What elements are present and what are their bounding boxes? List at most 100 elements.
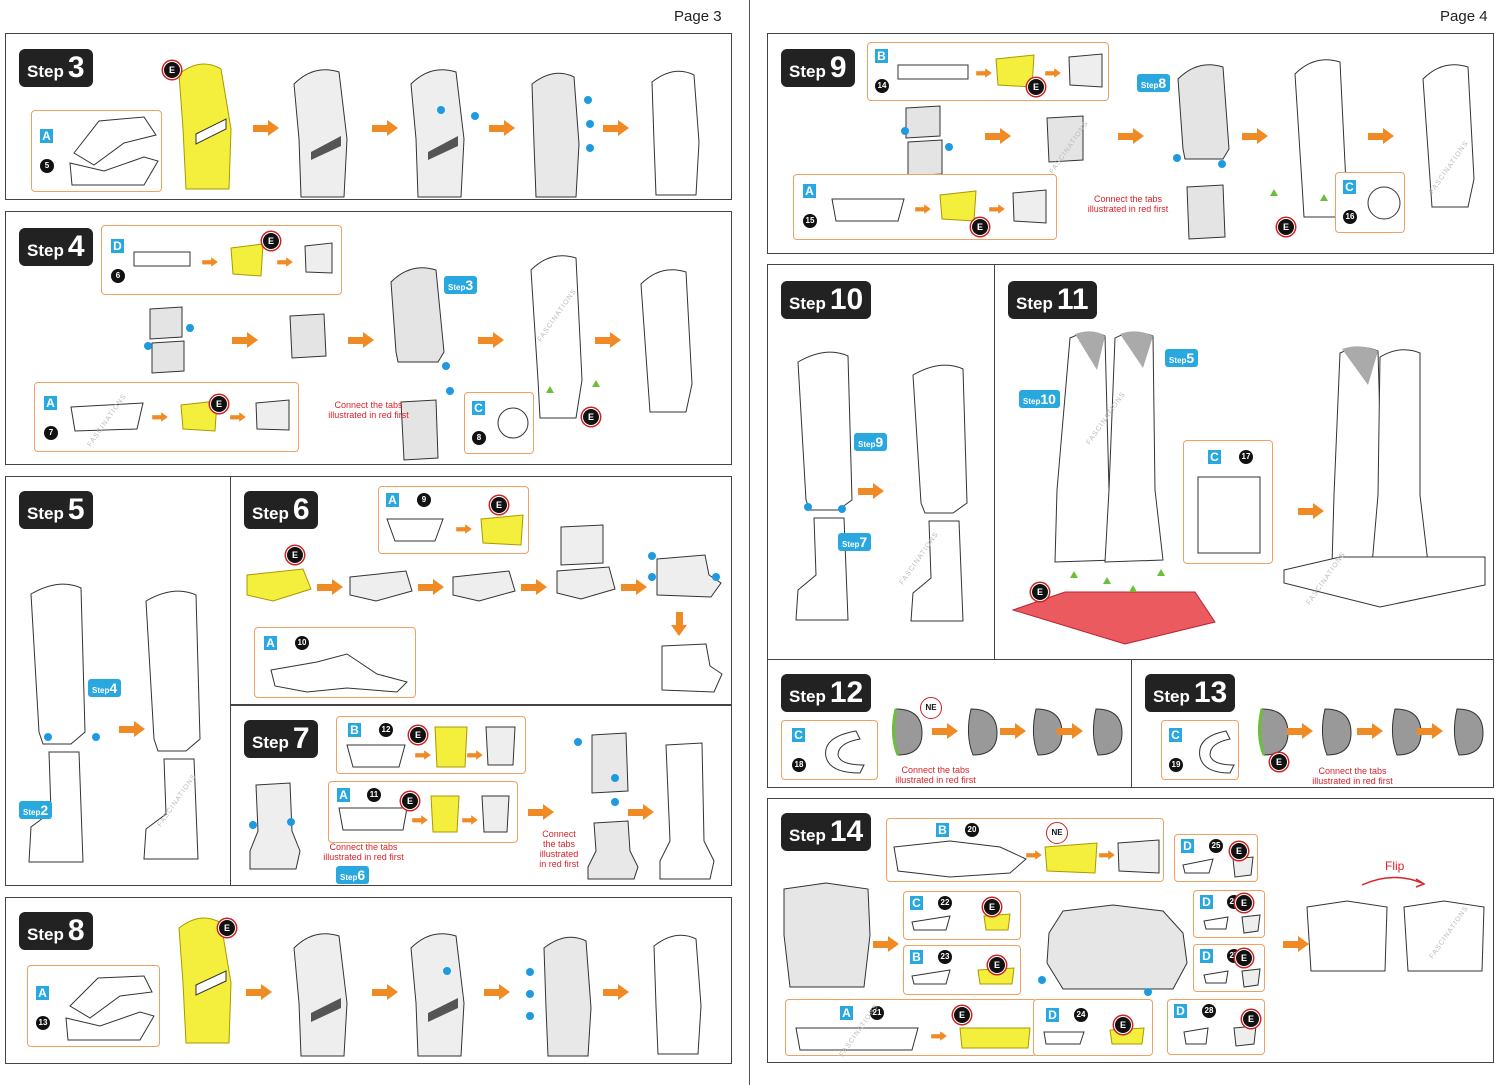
- boot-stage: [249, 782, 301, 870]
- part-number: 17: [1239, 450, 1253, 464]
- glue-dot: [586, 144, 594, 152]
- tab-marker-e: E: [1242, 1010, 1260, 1028]
- leg-assembly-stage: [1294, 59, 1347, 218]
- glue-dot: [1144, 988, 1152, 996]
- shoe-stage: [452, 570, 516, 602]
- glue-dot: [446, 387, 454, 395]
- kneecap-part: [891, 708, 923, 756]
- part-number: 25: [1209, 839, 1223, 853]
- sheet-letter: D: [1200, 895, 1213, 909]
- arrow: [1298, 503, 1324, 519]
- part-7-box: A 7: [34, 382, 299, 452]
- arrow: [521, 579, 547, 595]
- part-14-box: B 14: [867, 42, 1109, 101]
- sheet-letter: B: [875, 49, 888, 63]
- instruction-note: Connect the tabs illustrated in red firs…: [1087, 194, 1169, 214]
- flat-part-shape: [795, 1027, 919, 1051]
- sheet-letter: A: [44, 396, 57, 410]
- part-number: 28: [1202, 1004, 1216, 1018]
- arrow: [253, 120, 279, 136]
- tab-marker-e: E: [988, 956, 1006, 974]
- glue-dot: [712, 573, 720, 581]
- arrow: [1287, 723, 1313, 739]
- flip-label: Flip: [1385, 859, 1405, 873]
- part-13-box: A 13: [27, 965, 160, 1047]
- glue-dot: [287, 818, 295, 826]
- instruction-note: Connect the tabs illustrated in red firs…: [323, 842, 404, 862]
- part-number: 6: [111, 269, 125, 283]
- part-10-box: A 10: [254, 627, 416, 698]
- part-6-box: D 6: [101, 225, 342, 295]
- sheet-letter: D: [1181, 839, 1194, 853]
- glue-dot: [838, 505, 846, 513]
- tab-triangle: [1070, 571, 1078, 578]
- tab-marker-e: E: [409, 726, 427, 744]
- part-25-box: D 25: [1174, 834, 1258, 882]
- flat-part-shape: [338, 807, 408, 831]
- formed-part: [485, 726, 516, 766]
- curved-part-shape: [1199, 730, 1235, 774]
- sheet-letter: A: [40, 129, 53, 143]
- step-5-reference: Step5: [1165, 349, 1199, 367]
- part-8-box: C 8: [464, 392, 534, 454]
- small-part-shape: [911, 969, 951, 985]
- tab-marker-e: E: [1235, 894, 1253, 912]
- tab-triangle: [546, 386, 554, 393]
- tab-marker-e: E: [490, 496, 508, 514]
- tab-triangle: [592, 380, 600, 387]
- part-11-box: A 11: [328, 781, 518, 843]
- glue-dot: [443, 967, 451, 975]
- sheet-letter: D: [1046, 1008, 1059, 1022]
- yellow-part: [434, 726, 468, 768]
- tab-marker-e: E: [582, 408, 600, 426]
- kneecap-part: [1032, 708, 1063, 756]
- arrow: [595, 332, 621, 348]
- step-6-reference: Step6: [336, 866, 370, 884]
- arrow: [478, 332, 504, 348]
- part-number: 11: [367, 788, 381, 802]
- sheet-letter: A: [840, 1006, 853, 1020]
- curved-part-shape: [825, 730, 865, 774]
- shoe-stage: [349, 570, 413, 602]
- tab-marker-e: E: [218, 919, 236, 937]
- arrow: [932, 723, 958, 739]
- leg-assembly-complete: [910, 364, 968, 622]
- tab-marker-e: E: [1031, 583, 1049, 601]
- part-number: 23: [938, 950, 952, 964]
- page-number-left: Page 3: [674, 8, 722, 25]
- part-20-box: B 20: [886, 818, 1164, 882]
- formed-part: [481, 795, 510, 833]
- arrow: [232, 332, 258, 348]
- arrow: [1283, 936, 1309, 952]
- part-27-box: D 27: [1193, 944, 1265, 992]
- part-number: 19: [1169, 758, 1183, 772]
- formed-part: [1241, 968, 1261, 988]
- flat-part-shape: [831, 198, 905, 222]
- arrow: [1057, 723, 1083, 739]
- yellow-part: [180, 400, 218, 432]
- arrow: [1417, 723, 1443, 739]
- arrow: [985, 128, 1011, 144]
- tab-marker-e: E: [1235, 949, 1253, 967]
- yellow-part: [1044, 842, 1098, 874]
- formed-part: [1117, 839, 1160, 874]
- arrow: [1000, 723, 1026, 739]
- instruction-note: Connect the tabs illustrated in red firs…: [895, 765, 976, 785]
- leg-assembly-stage: [293, 69, 348, 198]
- flat-part-shape: [893, 840, 1027, 878]
- arrow: [915, 204, 931, 214]
- instruction-note: Connect the tabs illustrated in red firs…: [1312, 766, 1393, 786]
- sheet-letter: C: [1169, 728, 1182, 742]
- glue-dot: [611, 774, 619, 782]
- flat-part-shape: [270, 653, 408, 693]
- glue-dot: [526, 968, 534, 976]
